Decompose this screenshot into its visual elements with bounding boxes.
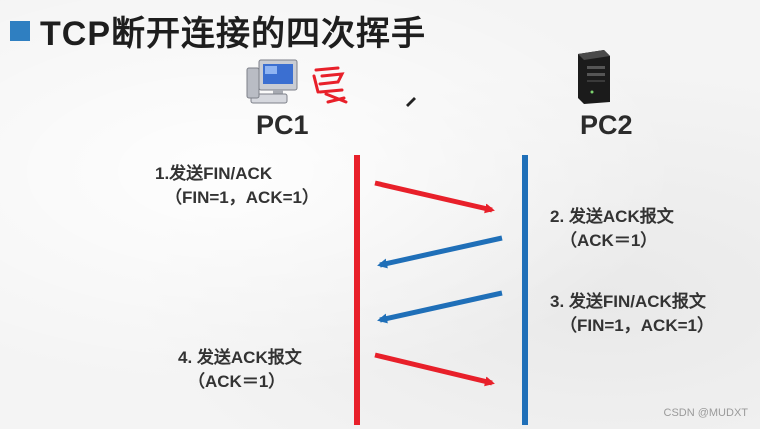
title-bullet — [10, 20, 30, 41]
step-2-title: 2. 发送ACK报文 — [550, 207, 674, 226]
step-4-flags: （ACK＝1） — [188, 372, 286, 391]
arrow-step-3 — [377, 290, 503, 324]
arrow-step-2 — [377, 235, 503, 269]
pc1-label: PC1 — [256, 110, 309, 140]
step-4-title: 4. 发送ACK报文 — [178, 348, 302, 367]
arrow-step-4 — [374, 352, 495, 387]
page-title: TCP断开连接的四次挥手 — [40, 15, 426, 53]
watermark: CSDN @MUDXT — [663, 407, 749, 419]
step-4-label: 4. 发送ACK报文 （ACK＝1） — [178, 346, 302, 394]
title-bar: TCP断开连接的四次挥手 — [10, 6, 426, 55]
handwritten-annotation — [312, 66, 348, 104]
cursor-icon — [406, 97, 416, 107]
step-3-title: 3. 发送FIN/ACK报文 — [550, 292, 706, 311]
server-tower-icon — [578, 50, 610, 104]
desktop-computer-icon — [246, 59, 298, 104]
step-3-label: 3. 发送FIN/ACK报文 （FIN=1，ACK=1） — [550, 290, 714, 338]
arrow-step-1 — [374, 180, 495, 214]
step-3-flags: （FIN=1，ACK=1） — [560, 316, 714, 335]
step-2-label: 2. 发送ACK报文 （ACK＝1） — [550, 205, 674, 253]
step-2-flags: （ACK＝1） — [560, 231, 658, 250]
step-1-label: 1.发送FIN/ACK （FIN=1，ACK=1） — [155, 162, 319, 210]
step-1-flags: （FIN=1，ACK=1） — [165, 188, 319, 207]
step-1-title: 1.发送FIN/ACK — [155, 164, 273, 183]
pc2-label: PC2 — [580, 110, 633, 140]
